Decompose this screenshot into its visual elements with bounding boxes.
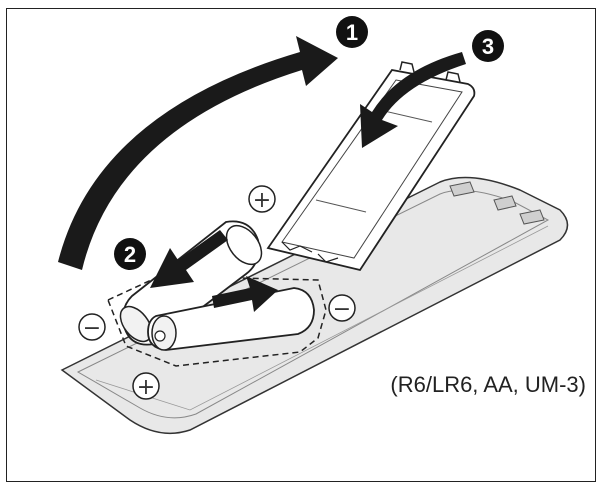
- minus-marker-left: −: [78, 313, 106, 341]
- step-2-badge: 2: [114, 238, 146, 270]
- plus-marker-top: +: [248, 185, 276, 213]
- battery-compartment-outline: [107, 275, 327, 367]
- remote-button-2: [493, 195, 517, 211]
- step-1-badge: 1: [336, 16, 368, 48]
- battery-type-caption: (R6/LR6, AA, UM-3): [390, 372, 586, 397]
- battery-upper: [119, 220, 263, 346]
- cover-arrow-icon: [360, 52, 466, 148]
- svg-text:−: −: [333, 297, 351, 322]
- remote-button-3: [519, 209, 545, 225]
- battery-lower: [147, 287, 315, 351]
- remote-control-body: [60, 176, 569, 435]
- minus-marker-right: −: [328, 294, 356, 322]
- plus-marker-bottom: +: [132, 372, 160, 400]
- push-arrow-icon: [212, 276, 278, 312]
- svg-text:+: +: [137, 375, 155, 400]
- svg-text:+: +: [253, 188, 271, 213]
- svg-text:2: 2: [124, 242, 136, 267]
- curved-arrow-icon: [58, 36, 338, 270]
- remote-button-1: [449, 181, 475, 197]
- insert-arrow-icon: [150, 230, 228, 288]
- step-3-badge: 3: [472, 30, 504, 62]
- svg-text:1: 1: [346, 20, 358, 45]
- svg-text:3: 3: [482, 34, 494, 59]
- svg-text:−: −: [83, 316, 101, 341]
